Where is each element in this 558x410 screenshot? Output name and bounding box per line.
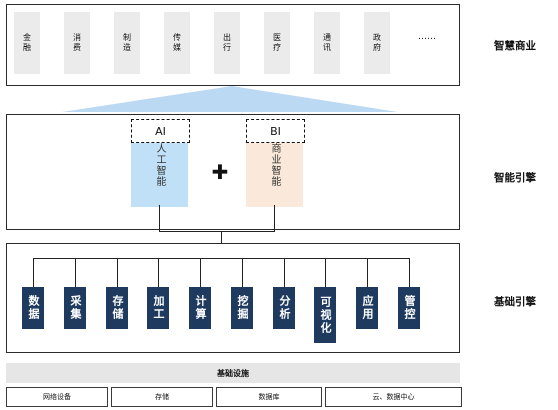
function-drop-line	[242, 258, 243, 287]
function-compute: 计算	[189, 287, 211, 329]
infrastructure-title: 基础设施	[6, 363, 460, 383]
engine-tier	[6, 114, 460, 230]
engine-join-line	[159, 231, 275, 232]
industry-transport: 出行	[214, 12, 240, 74]
business-tier-label: 智慧商业	[494, 40, 536, 52]
industry-government: 政府	[364, 12, 390, 74]
industry-consumer: 消费	[64, 12, 90, 74]
function-bus-line	[33, 258, 409, 259]
industry-telecom: 通讯	[314, 12, 340, 74]
function-drop-line	[75, 258, 76, 287]
industry-manufacturing: 制造	[114, 12, 140, 74]
function-drop-line	[117, 258, 118, 287]
function-governance: 管控	[398, 287, 420, 329]
function-mining: 挖掘	[231, 287, 253, 329]
infrastructure-database: 数据库	[216, 387, 322, 407]
infrastructure-storage: 存储	[111, 387, 213, 407]
function-drop-line	[200, 258, 201, 287]
plus-icon: ✚	[211, 160, 229, 184]
bi-body: 商业智能	[246, 141, 303, 207]
bi-connector	[274, 205, 275, 232]
function-visualization: 可视化	[314, 287, 336, 343]
function-process: 加工	[147, 287, 169, 329]
function-drop-line	[33, 258, 34, 287]
function-collect: 采集	[64, 287, 86, 329]
industry-medical: 医疗	[264, 12, 290, 74]
infrastructure-cloud-datacenter: 云、数据中心	[325, 387, 462, 407]
function-data: 数据	[22, 287, 44, 329]
up-arrow-shape	[62, 86, 398, 112]
bi-box: BI	[246, 119, 305, 143]
function-drop-line	[158, 258, 159, 287]
function-drop-line	[284, 258, 285, 287]
function-drop-line	[409, 258, 410, 287]
function-drop-line	[367, 258, 368, 287]
function-analysis: 分析	[273, 287, 295, 329]
ai-body: 人工智能	[131, 141, 188, 207]
industry-finance: 金融	[14, 12, 40, 74]
function-storage: 存储	[106, 287, 128, 329]
function-application: 应用	[356, 287, 378, 329]
function-drop-line	[325, 258, 326, 287]
ai-box: AI	[131, 119, 190, 143]
ai-connector	[159, 205, 160, 232]
infrastructure-network: 网络设备	[6, 387, 108, 407]
engine-tier-label: 智能引擎	[494, 172, 536, 184]
industry-media: 传媒	[164, 12, 190, 74]
industry-more: ……	[418, 32, 436, 42]
foundation-tier-label: 基础引擎	[494, 296, 536, 308]
